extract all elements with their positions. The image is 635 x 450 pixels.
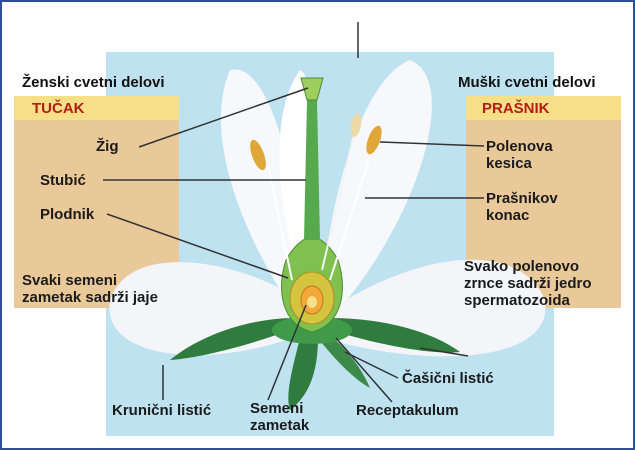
label-semeni: Semeni zametak — [250, 400, 309, 434]
label-casicni: Čašični listić — [402, 370, 494, 387]
label-jaje-note: Svaki semeni zametak sadrži jaje — [22, 272, 158, 306]
label-krunicni: Krunični listić — [112, 402, 211, 419]
male-header: Muški cvetni delovi — [458, 74, 596, 91]
label-zig: Žig — [96, 138, 119, 155]
label-plodnik: Plodnik — [40, 206, 94, 223]
female-header: Ženski cvetni delovi — [22, 74, 165, 91]
label-receptakulum: Receptakulum — [356, 402, 459, 419]
label-stubic: Stubić — [40, 172, 86, 189]
label-polenova-kesica: Polenova kesica — [486, 138, 553, 172]
male-band-title: PRAŠNIK — [482, 100, 550, 117]
label-prasnikov-konac: Prašnikov konac — [486, 190, 558, 224]
female-band-title: TUČAK — [32, 100, 85, 117]
ovule-core — [307, 296, 317, 308]
label-polen-note: Svako polenovo zrnce sadrži jedro sperma… — [464, 258, 592, 309]
